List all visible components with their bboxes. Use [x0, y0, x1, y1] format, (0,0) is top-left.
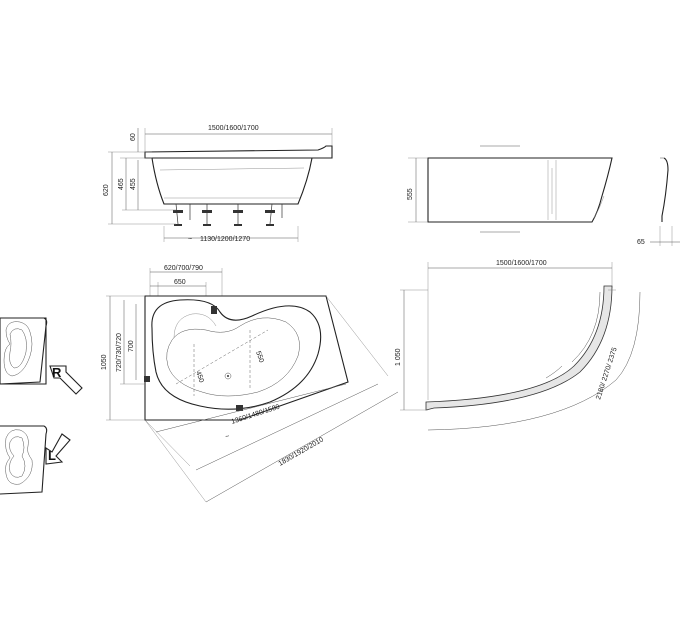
side-tub-body — [151, 157, 313, 205]
side-leg-label-b: 455 — [130, 178, 137, 190]
plan-inner-depth-a: 720/730/720 — [116, 333, 123, 372]
plan-inner-basin — [166, 317, 300, 397]
panel-plan-curve — [425, 285, 613, 411]
panel-side-view: 555 65 — [407, 145, 680, 246]
panel-front — [427, 157, 613, 223]
orientation-right-tub — [0, 317, 48, 385]
plan-diag-inner-approx: ~ — [224, 433, 230, 441]
side-height-label: 620 — [103, 184, 110, 196]
side-legs — [173, 203, 283, 226]
orientation-left-label: L — [48, 448, 56, 463]
orientation-right: R — [0, 317, 83, 395]
panel-plan-width-label: 1500/1600/1700 — [496, 260, 547, 267]
panel-plan-view: 1500/1600/1700 1 050 2180/ 2270/ 2375 — [395, 260, 641, 431]
plan-inner-width-label: 650 — [174, 279, 186, 286]
panel-plan-depth-label: 1 050 — [395, 348, 402, 366]
side-tub-rim — [144, 145, 333, 159]
panel-profile — [661, 157, 669, 222]
orientation-right-label: R — [52, 365, 62, 380]
panel-height-label: 555 — [407, 188, 414, 200]
side-view: 1500/1600/1700 — [103, 125, 333, 243]
side-base-label: 1130/1200/1270 — [200, 236, 250, 243]
plan-top-width-label: 620/700/790 — [164, 265, 203, 272]
plan-basin-a-label: 550 — [254, 350, 265, 363]
arrow-r-icon — [49, 365, 83, 395]
plan-basin-b-label: 450 — [194, 370, 205, 383]
panel-plan-arc-label: 2180/ 2270/ 2375 — [595, 347, 619, 401]
plan-view: 620/700/790 650 550 450 1050 720/730/720… — [101, 265, 399, 503]
side-length-label: 1500/1600/1700 — [208, 125, 259, 132]
plan-depth-label: 1050 — [101, 354, 108, 370]
arrow-l-icon — [45, 433, 71, 465]
side-rim-label: 60 — [130, 133, 137, 141]
side-approx-symbol: ~ — [188, 236, 192, 243]
plan-diag-outer-label: 1830/1920/2010 — [278, 436, 325, 467]
plan-inner-depth-b: 700 — [128, 340, 135, 352]
side-leg-label-a: 465 — [118, 178, 125, 190]
orientation-left-tub — [0, 425, 48, 495]
panel-thickness-label: 65 — [637, 239, 645, 246]
orientation-left: L — [0, 425, 71, 495]
